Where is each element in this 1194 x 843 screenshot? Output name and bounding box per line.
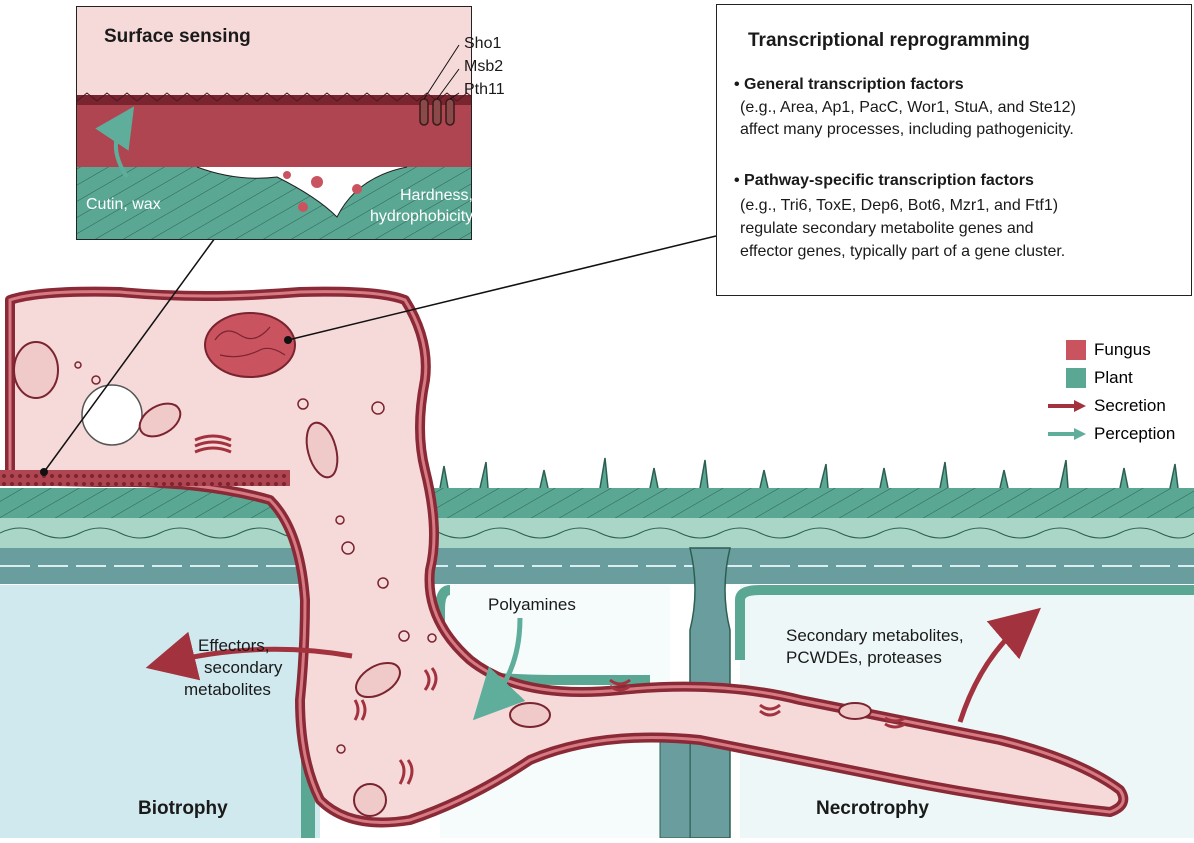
biotrophy-label: Biotrophy	[138, 798, 228, 820]
receptor-label-pth11: Pth11	[464, 81, 505, 99]
legend-secretion-label: Secretion	[1094, 396, 1166, 416]
surface-sensing-title: Surface sensing	[104, 26, 251, 48]
vacuole	[82, 385, 142, 445]
legend-fungus: Fungus	[1066, 340, 1151, 360]
effectors-label-2: secondary	[204, 658, 282, 678]
hardness-label-line1: Hardness,	[400, 187, 473, 205]
legend-secretion: Secretion	[1048, 396, 1166, 416]
plant-swatch-icon	[1066, 368, 1086, 388]
pathway-tf-text-2: regulate secondary metabolite genes and	[740, 218, 1034, 239]
nucleus	[205, 313, 295, 377]
pathway-tf-text-3: effector genes, typically part of a gene…	[740, 241, 1065, 262]
general-tf-text-1: (e.g., Area, Ap1, PacC, Wor1, StuA, and …	[740, 97, 1076, 118]
pathway-tf-text-1: (e.g., Tri6, ToxE, Dep6, Bot6, Mzr1, and…	[740, 195, 1058, 216]
perception-arrow-icon	[1048, 427, 1086, 441]
effectors-label-1: Effectors,	[198, 636, 270, 656]
necrotrophy-label: Necrotrophy	[816, 798, 929, 820]
receptor-label-sho1: Sho1	[464, 35, 501, 53]
legend-perception-label: Perception	[1094, 424, 1175, 444]
hardness-label-line2: hydrophobicity	[370, 208, 473, 226]
plant-epidermis	[0, 518, 1194, 548]
general-tf-text-2: affect many processes, including pathoge…	[740, 119, 1074, 140]
secondary-metabolites-label-2: PCWDEs, proteases	[786, 648, 942, 668]
polyamines-label: Polyamines	[488, 595, 576, 615]
receptor-label-msb2: Msb2	[464, 58, 503, 76]
secretion-arrow-icon	[1048, 399, 1086, 413]
legend-fungus-label: Fungus	[1094, 340, 1151, 360]
pathway-tf-heading: • Pathway-specific transcription factors	[734, 172, 1034, 190]
legend-perception: Perception	[1048, 424, 1175, 444]
transcription-title: Transcriptional reprogramming	[748, 30, 1030, 52]
secondary-metabolites-label-1: Secondary metabolites,	[786, 626, 964, 646]
effectors-label-3: metabolites	[184, 680, 271, 700]
cuticle-spikes	[440, 458, 1178, 488]
receptor-proteins	[420, 99, 454, 125]
cutin-wax-label: Cutin, wax	[86, 196, 161, 214]
legend-plant-label: Plant	[1094, 368, 1133, 388]
fungus-swatch-icon	[1066, 340, 1086, 360]
plant-cuticle	[0, 488, 1194, 518]
legend-plant: Plant	[1066, 368, 1133, 388]
general-tf-heading: • General transcription factors	[734, 76, 964, 94]
